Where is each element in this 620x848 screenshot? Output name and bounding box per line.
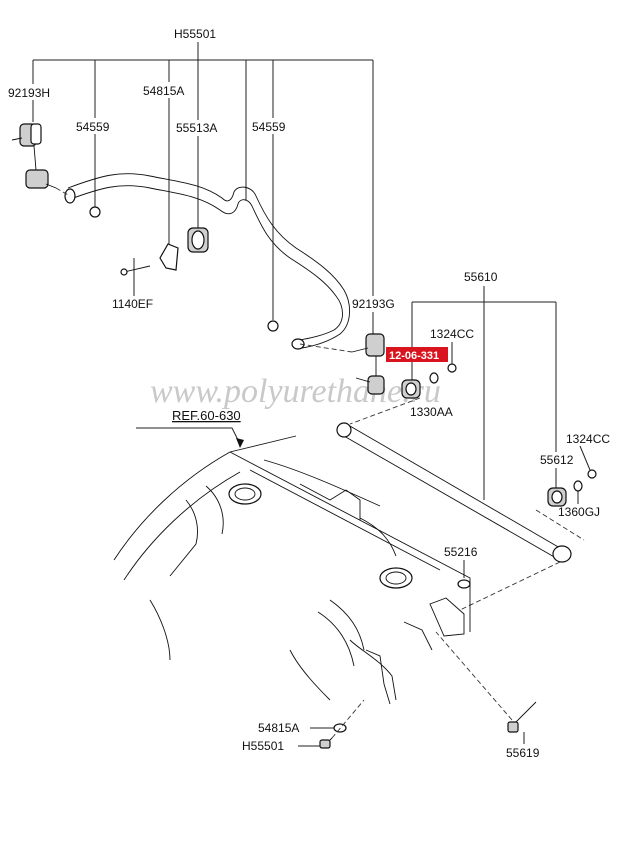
label-H55501-top: H55501 (174, 27, 216, 41)
label-1140EF: 1140EF (112, 297, 153, 311)
rod-bushing-upper (401, 379, 421, 399)
bar-end-right (291, 338, 305, 350)
nut-54559-right (267, 320, 279, 332)
label-55612: 55612 (540, 453, 574, 467)
label-55610: 55610 (464, 270, 498, 284)
stabilizer-link-left (11, 123, 57, 189)
nut-1324CC-upper (447, 363, 457, 373)
ref-arrow (136, 427, 244, 448)
label-55513A: 55513A (176, 121, 217, 135)
bolt-55619 (435, 631, 537, 744)
label-1360GJ: 1360GJ (558, 505, 600, 519)
leader-lines-top (32, 42, 374, 340)
stabilizer-link-right (351, 333, 385, 395)
label-1324CC-upper: 1324CC (430, 327, 474, 341)
bushing-clamp (159, 243, 179, 271)
rod-bushing-lower (547, 487, 567, 507)
label-55619: 55619 (506, 746, 540, 760)
nut-1324CC-right (587, 469, 597, 479)
rear-frame (113, 435, 471, 705)
label-1330AA: 1330AA (410, 405, 453, 419)
lateral-rod (336, 422, 572, 563)
label-1324CC-right: 1324CC (566, 432, 610, 446)
washer-1330AA (429, 372, 439, 384)
highlight-badge[interactable]: 12-06-331 (386, 347, 448, 362)
part-labels: H55501 92193H 54815A 54559 55513A 54559 … (8, 27, 610, 760)
washer-1360GJ (573, 480, 583, 492)
washer-54815A (310, 723, 347, 733)
bolt-1140EF (120, 265, 151, 276)
plug-55216 (457, 579, 471, 589)
label-92193G: 92193G (352, 297, 395, 311)
stabilizer-bushing (187, 227, 209, 253)
label-54815A-top: 54815A (143, 84, 184, 98)
label-55216: 55216 (444, 545, 478, 559)
label-92193H: 92193H (8, 86, 50, 100)
label-54559-right: 54559 (252, 120, 286, 134)
ref-label: REF.60-630 (172, 408, 241, 423)
label-H55501-bottom: H55501 (242, 739, 284, 753)
bolt-H55501 (298, 699, 365, 749)
stabilizer-bar (67, 173, 350, 349)
highlight-text: 12-06-331 (389, 350, 439, 362)
watermark-text: www.polyurethane.ru (150, 373, 441, 410)
nut-54559-left (89, 206, 101, 218)
label-54815A-bottom: 54815A (258, 721, 299, 735)
leader-lines-55610 (411, 286, 591, 578)
label-54559-left: 54559 (76, 120, 110, 134)
